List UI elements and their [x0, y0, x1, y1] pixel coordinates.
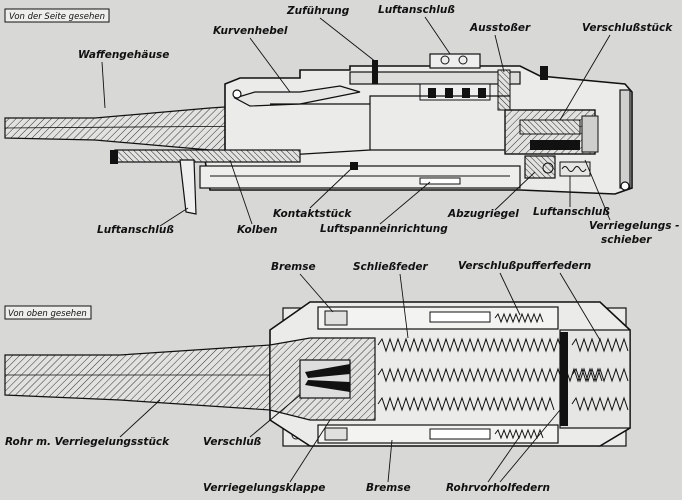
top-view-label: Von oben gesehen — [8, 309, 87, 319]
label-luftanschluss-top: Luftanschluß — [378, 4, 455, 16]
label-ausstosser: Ausstoßer — [469, 22, 531, 34]
label-luftanschluss-left: Luftanschluß — [97, 224, 174, 236]
label-kontaktstueck: Kontaktstück — [273, 208, 352, 220]
top-view-labels: Bremse Schließfeder Verschlußpufferfeder… — [5, 260, 601, 494]
side-view-caption: Von der Seite gesehen — [4, 8, 110, 23]
top-view-drawing — [4, 301, 631, 447]
label-verriegelungsklappe: Verriegelungsklappe — [203, 482, 325, 494]
label-abzugriegel: Abzugriegel — [447, 208, 519, 220]
label-luftspanneinrichtung: Luftspanneinrichtung — [320, 223, 448, 235]
label-verschluss: Verschluß — [203, 436, 261, 448]
label-verschlusspufferfedern: Verschlußpufferfedern — [458, 260, 591, 272]
label-rohrvorholfedern: Rohrvorholfedern — [446, 482, 550, 494]
label-bremse-top: Bremse — [271, 261, 316, 273]
label-kurvenhebel: Kurvenhebel — [213, 25, 288, 37]
label-verschlussstueck: Verschlußstück — [582, 22, 673, 34]
side-cam-lever — [233, 85, 361, 107]
label-verriegelungs-line2: schieber — [601, 234, 652, 246]
side-bolt — [504, 109, 599, 155]
label-rohr: Rohr m. Verriegelungsstück — [5, 436, 170, 448]
top-barrel — [4, 344, 271, 411]
label-kolben: Kolben — [237, 224, 278, 236]
side-piston — [110, 149, 521, 189]
top-bolt-head — [299, 359, 351, 399]
label-luftanschluss-right: Luftanschluß — [533, 206, 610, 218]
label-bremse-bottom: Bremse — [366, 482, 411, 494]
label-verriegelungs-line1: Verriegelungs - — [589, 220, 680, 232]
side-view-labels: Waffengehäuse Kurvenhebel Zuführung Luft… — [78, 4, 680, 246]
label-zufuehrung: Zuführung — [286, 5, 350, 17]
label-waffengehaeuse: Waffengehäuse — [78, 49, 169, 61]
side-view-drawing — [4, 53, 633, 215]
side-view-label: Von der Seite gesehen — [9, 12, 105, 22]
top-view-caption: Von oben gesehen — [4, 305, 92, 320]
label-schliessfeder: Schließfeder — [353, 261, 428, 273]
side-trigger-sear — [524, 155, 591, 179]
